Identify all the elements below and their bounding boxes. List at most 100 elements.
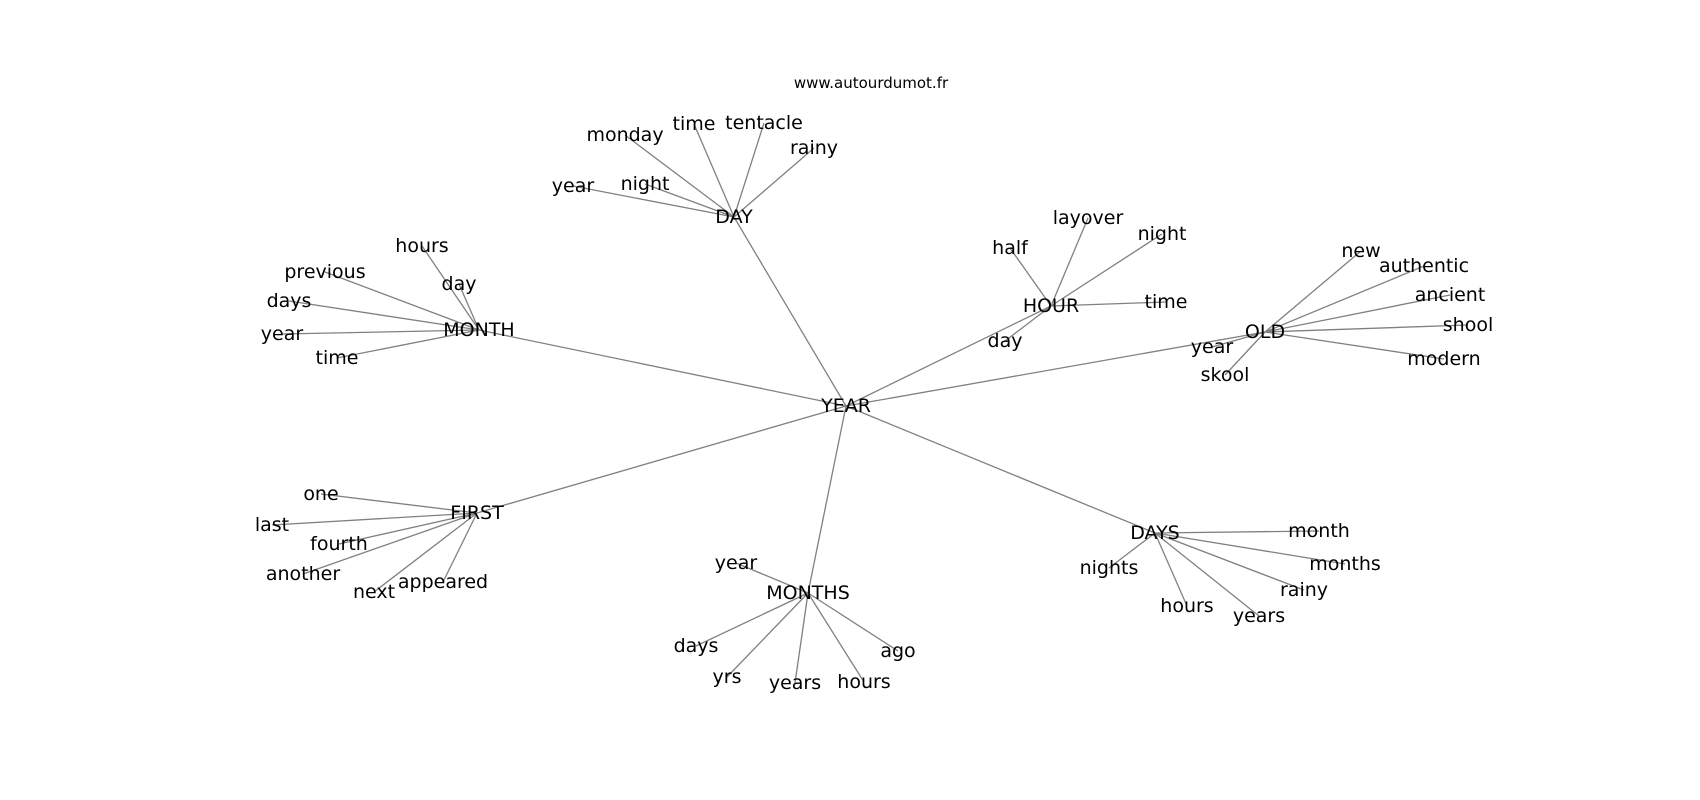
edge-months-ago [807, 592, 899, 652]
group-node-old: OLD [1245, 321, 1285, 343]
edge-first-next [373, 512, 478, 593]
word-node-day-time: time [673, 113, 716, 135]
edge-months-yrs [726, 592, 809, 678]
word-node-month-year: year [261, 323, 304, 345]
group-node-first: FIRST [450, 502, 504, 524]
edge-old-ancient [1264, 294, 1451, 333]
word-node-day-rainy: rainy [790, 137, 838, 159]
word-node-months-hours: hours [837, 671, 890, 693]
group-node-days: DAYS [1130, 522, 1180, 544]
edge-hour-night [1050, 233, 1163, 307]
word-node-first-last: last [255, 514, 289, 536]
edge-days-rainy [1154, 532, 1305, 591]
word-node-days-nights: nights [1080, 557, 1139, 579]
word-node-old-new: new [1341, 240, 1380, 262]
source-label: www.autourdumot.fr [794, 74, 949, 92]
word-node-old-shool: shool [1443, 314, 1493, 336]
edge-hour-day [1004, 305, 1052, 342]
word-node-hour-day: day [988, 330, 1023, 352]
word-node-hour-layover: layover [1053, 207, 1124, 229]
word-node-day-night: night [621, 173, 670, 195]
word-node-old-authentic: authentic [1379, 255, 1469, 277]
edge-month-previous [324, 271, 480, 331]
edge-months-hours [807, 592, 865, 683]
word-node-hour-night: night [1138, 223, 1187, 245]
edge-day-night [644, 183, 735, 218]
word-node-first-fourth: fourth [310, 533, 368, 555]
edge-days-years [1154, 532, 1260, 617]
word-node-old-ancient: ancient [1415, 284, 1486, 306]
group-node-month: MONTH [443, 319, 514, 341]
edge-month-day [458, 283, 480, 331]
word-node-hour-half: half [992, 237, 1029, 259]
edge-root-old [845, 331, 1266, 407]
edge-first-last [271, 512, 478, 526]
edge-day-rainy [733, 147, 815, 218]
group-node-months: MONTHS [766, 582, 850, 604]
edge-day-monday [624, 134, 735, 218]
word-node-days-months: months [1309, 553, 1381, 575]
edge-root-day [733, 216, 847, 407]
edge-hour-layover [1050, 217, 1089, 307]
word-node-days-years: years [1233, 605, 1285, 627]
word-node-first-another: another [266, 563, 340, 585]
word-node-day-tentacle: tentacle [725, 112, 803, 134]
edge-root-first [476, 405, 847, 514]
edge-months-years [794, 592, 809, 684]
word-node-month-days: days [267, 290, 312, 312]
edge-days-months [1154, 532, 1346, 565]
edge-old-shool [1264, 324, 1469, 333]
word-node-old-year: year [1191, 336, 1234, 358]
edge-month-time [336, 329, 480, 359]
word-node-old-modern: modern [1407, 348, 1480, 370]
edge-days-hours [1154, 532, 1188, 607]
edge-month-year [281, 329, 480, 335]
word-node-months-ago: ago [880, 640, 915, 662]
word-node-month-previous: previous [284, 261, 365, 283]
word-node-hour-time: time [1145, 291, 1188, 313]
word-node-first-next: next [353, 581, 395, 603]
edge-months-year [735, 562, 809, 594]
group-node-hour: HOUR [1023, 295, 1079, 317]
edge-old-authentic [1264, 265, 1425, 333]
edge-days-month [1154, 530, 1320, 534]
word-node-months-yrs: yrs [713, 666, 742, 688]
word-node-day-year: year [552, 175, 595, 197]
edge-first-appeared [442, 512, 478, 583]
edge-hour-time [1050, 301, 1167, 307]
word-node-day-monday: monday [586, 124, 663, 146]
edge-first-another [302, 512, 478, 575]
word-node-days-rainy: rainy [1280, 579, 1328, 601]
word-node-month-day: day [442, 273, 477, 295]
word-node-months-days: days [674, 635, 719, 657]
edge-day-time [693, 123, 735, 218]
word-node-month-hours: hours [395, 235, 448, 257]
edge-first-fourth [338, 512, 478, 545]
edge-old-modern [1264, 331, 1445, 360]
root-node-label: YEAR [820, 395, 871, 417]
word-node-months-year: year [715, 552, 758, 574]
edge-month-hours [421, 245, 480, 331]
group-node-day: DAY [715, 206, 753, 228]
edge-root-hour [845, 305, 1052, 407]
word-node-first-appeared: appeared [398, 571, 488, 593]
edge-hour-half [1009, 247, 1052, 307]
word-node-months-years: years [769, 672, 821, 694]
edge-day-tentacle [733, 122, 765, 218]
nodes-layer: YEAR DAY monday time tentacle rainy year nightM… [255, 112, 1493, 694]
edge-old-year [1211, 331, 1266, 348]
edge-old-skool [1224, 331, 1266, 376]
edges-layer [271, 122, 1469, 684]
edge-days-nights [1108, 532, 1156, 569]
edge-root-days [845, 405, 1156, 534]
word-node-month-time: time [316, 347, 359, 369]
word-node-old-skool: skool [1201, 364, 1250, 386]
edge-months-days [695, 592, 809, 647]
edge-first-one [320, 493, 478, 514]
edge-root-months [807, 405, 847, 594]
edge-old-new [1264, 250, 1362, 333]
word-node-days-month: month [1288, 520, 1350, 542]
word-node-first-one: one [303, 483, 338, 505]
edge-month-days [288, 300, 480, 331]
